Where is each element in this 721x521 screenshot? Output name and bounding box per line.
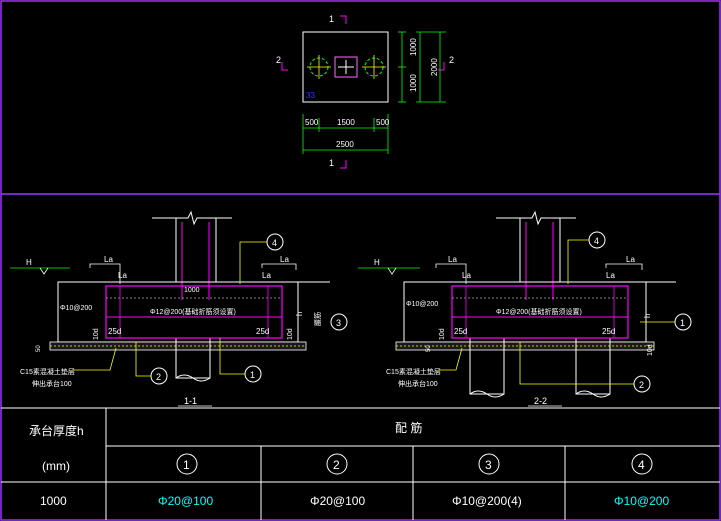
dim-bottom-mid: 1500	[337, 118, 355, 127]
section-mark-top: 1	[329, 14, 334, 24]
dim-bottom-left: 500	[305, 118, 319, 127]
column-square	[334, 56, 358, 78]
svg-text:2: 2	[639, 380, 644, 390]
dim-50: 50	[426, 345, 432, 352]
section-1-1: H La La La La 1000 Φ10@200 Φ12@200(基础折筋须…	[10, 210, 348, 407]
sub-header-4-circle	[631, 453, 653, 475]
sub-header-1: 1	[183, 458, 190, 472]
svg-text:4: 4	[272, 238, 277, 248]
sub-header-4: 4	[638, 458, 645, 472]
callout-3	[330, 313, 348, 331]
sub-header-2-circle	[326, 453, 348, 475]
side-bar: Φ10@200	[60, 305, 92, 312]
section-title: 2-2	[534, 396, 547, 406]
bedding-note-2: 伸出承台100	[398, 379, 438, 388]
side-bar: Φ10@200	[406, 301, 438, 308]
la-top-left: La	[104, 255, 113, 264]
dim-50: 50	[36, 345, 42, 352]
row-thickness: 1000	[40, 494, 67, 508]
la-top-right: La	[626, 255, 635, 264]
la-top-left: La	[448, 255, 457, 264]
top-note: 1000	[184, 287, 200, 294]
anchor-left: 25d	[108, 327, 121, 336]
section-mark-right: 2	[449, 55, 454, 65]
cap-outline	[302, 31, 389, 103]
col1-header-line2: (mm)	[42, 459, 70, 473]
bedding-note-1: C15素混凝土垫层	[20, 367, 75, 376]
pile-tag: 33	[306, 91, 315, 100]
dim-right-upper: 1000	[409, 38, 418, 56]
row-value-2: Φ20@100	[310, 494, 365, 508]
anchor-left: 25d	[454, 327, 467, 336]
group-header: 配 筋	[395, 420, 422, 435]
dim-10d-right: 10d	[287, 328, 294, 340]
dim-bottom-total: 2500	[336, 140, 354, 149]
la-top-right: La	[280, 255, 289, 264]
col1-header-line1: 承台厚度h	[29, 423, 84, 438]
row-value-3: Φ10@200(4)	[452, 494, 522, 508]
svg-text:1: 1	[250, 370, 255, 380]
la-bottom-left: La	[118, 271, 127, 280]
sub-header-1-circle	[176, 453, 198, 475]
la-bottom-left: La	[462, 271, 471, 280]
dim-right-total: 2000	[430, 58, 439, 76]
middle-bar: Φ12@200(基础折筋须设置)	[150, 307, 236, 316]
dim-10d-right: 10d	[647, 344, 654, 356]
anchor-right: 25d	[256, 327, 269, 336]
svg-text:2: 2	[156, 372, 161, 382]
bedding-note-2: 伸出承台100	[32, 379, 72, 388]
sub-header-2: 2	[333, 458, 340, 472]
sub-header-3-circle	[478, 453, 500, 475]
plan-view: 33 1 1 2 2 1000 1000 2000 500 1500 500 2…	[276, 14, 454, 169]
sub-header-3: 3	[485, 458, 492, 472]
section-mark-left: 2	[276, 55, 281, 65]
la-bottom-right: La	[606, 271, 615, 280]
rebar-table: 承台厚度h (mm) 配 筋 1 2 3 4 1000 Φ20@100 Φ20@…	[1, 408, 720, 520]
section-mark-bottom: 1	[329, 158, 334, 168]
anchor-right: 25d	[602, 327, 615, 336]
dim-right-lower: 1000	[409, 74, 418, 92]
svg-text:1: 1	[680, 318, 685, 328]
dim-h: h	[295, 312, 304, 316]
middle-bar: Φ12@200(基础折筋须设置)	[496, 307, 582, 316]
level-mark: H	[374, 258, 380, 267]
row-value-1: Φ20@100	[158, 494, 213, 508]
dim-h: h	[643, 314, 652, 318]
bedding-note-1: C15素混凝土垫层	[386, 367, 441, 376]
dim-10d-left: 10d	[93, 328, 100, 340]
la-bottom-right: La	[262, 271, 271, 280]
level-mark: H	[26, 258, 32, 267]
svg-text:3: 3	[336, 318, 341, 328]
section-title: 1-1	[184, 396, 197, 406]
right-note: 腰筋	[313, 312, 322, 326]
dim-10d-left: 10d	[439, 328, 446, 340]
row-value-4: Φ10@200	[614, 494, 669, 508]
dim-bottom-right: 500	[376, 118, 390, 127]
section-2-2: H La La La La Φ10@200 Φ12@200(基础折筋须设置) 2…	[358, 210, 692, 407]
svg-text:4: 4	[594, 236, 599, 246]
